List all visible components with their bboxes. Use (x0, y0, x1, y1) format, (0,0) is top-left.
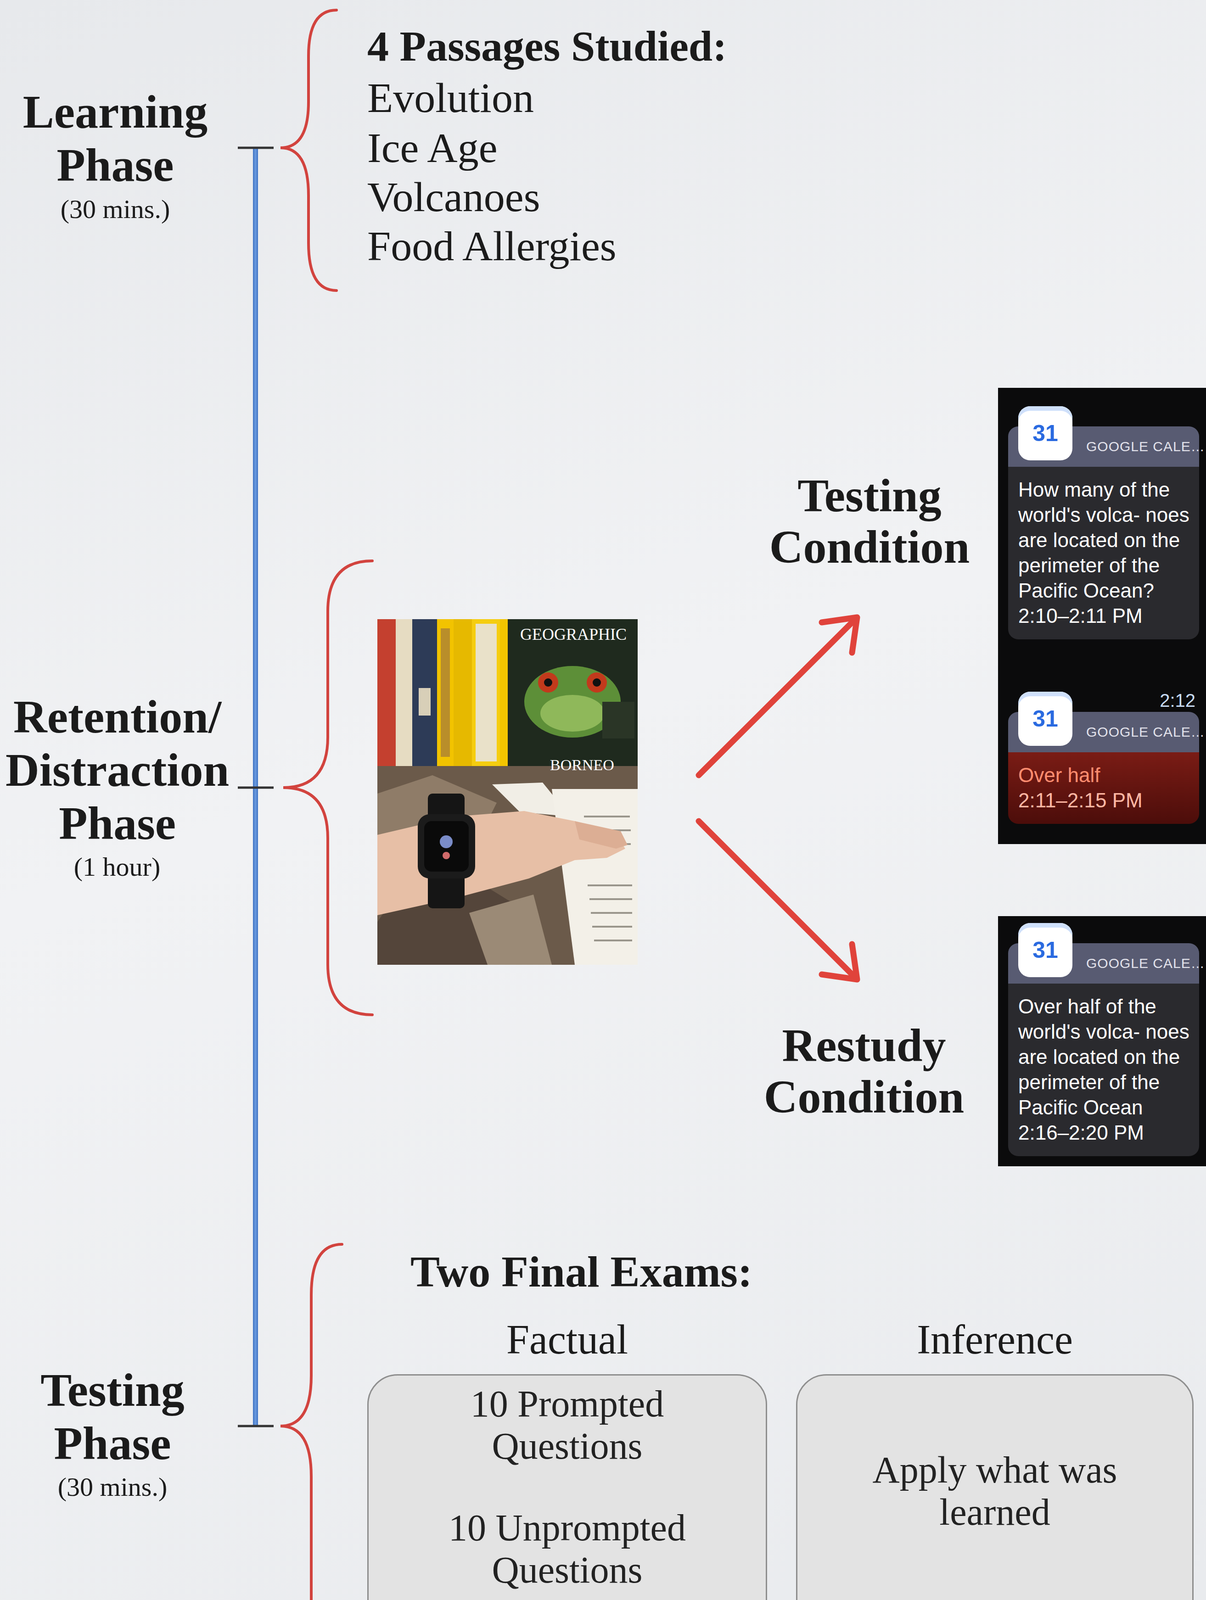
exam-text: 10 Prompted Questions (420, 1383, 715, 1468)
passage-item: Volcanoes (367, 172, 540, 222)
watch-clock: 2:12 (1159, 689, 1196, 712)
icon-number: 31 (1018, 691, 1073, 747)
curly-brace (283, 560, 373, 1016)
exam-text: Apply what was learned (847, 1449, 1142, 1534)
condition-label: Testing Condition (759, 470, 980, 573)
notification-card: 312:12GOOGLE CALE…Over half2:11–2:15 PM (1008, 691, 1200, 825)
notification-text: How many of the world's volca- noes are … (1018, 476, 1191, 604)
card-body: Over half2:11–2:15 PM (1008, 752, 1200, 825)
notification-text: Over half of the world's volca- noes are… (1018, 993, 1191, 1121)
card-body: How many of the world's volca- noes are … (1008, 466, 1200, 640)
exam-heading: Factual (368, 1316, 766, 1364)
notification-text: 2:16–2:20 PM (1018, 1120, 1191, 1146)
timeline-tick (237, 1425, 274, 1428)
exam-box: Factual10 Prompted Questions10 Unprompte… (367, 1374, 768, 1600)
curly-brace (280, 10, 337, 291)
passage-item: Evolution (367, 73, 534, 123)
arrow-head (821, 944, 858, 980)
duration-note: (30 mins.) (2, 1471, 223, 1504)
exam-text: 10 Unprompted Questions (420, 1507, 715, 1592)
notification-card: 31GOOGLE CALE…How many of the world's vo… (1008, 406, 1200, 640)
notification-card: 31GOOGLE CALE…Over half of the world's v… (1008, 923, 1200, 1157)
condition-label: Restudy Condition (753, 1020, 975, 1123)
phase-label: Learning Phase (5, 85, 226, 192)
photo-illustration (377, 619, 638, 965)
arrow-shaft (698, 821, 855, 978)
duration-note: (1 hour) (6, 851, 228, 883)
passage-item: Food Allergies (367, 221, 617, 271)
card-body: Over half of the world's volca- noes are… (1008, 983, 1200, 1157)
notification-text: 2:10–2:11 PM (1018, 603, 1191, 629)
arrow-shaft (698, 619, 855, 776)
cover-text: BORNEO (549, 756, 615, 775)
calendar-icon: 31 (1018, 691, 1073, 747)
icon-number: 31 (1018, 406, 1073, 461)
cover-title: GEOGRAPHIC (520, 624, 627, 645)
notification-text: 2:11–2:15 PM (1018, 787, 1191, 814)
timeline-tick (237, 786, 274, 790)
timeline-tick (237, 146, 274, 150)
list-heading: 4 Passages Studied: (367, 21, 727, 71)
duration-note: (30 mins.) (5, 193, 226, 225)
notification-text: Over half (1018, 762, 1191, 788)
calendar-icon: 31 (1018, 406, 1073, 461)
passage-item: Ice Age (367, 123, 498, 173)
curly-brace (280, 1244, 343, 1600)
arrow-head (821, 617, 858, 653)
section-heading: Two Final Exams: (410, 1246, 753, 1298)
exam-heading: Inference (797, 1316, 1193, 1364)
exam-box: InferenceApply what was learned (796, 1374, 1194, 1600)
icon-number: 31 (1018, 923, 1073, 978)
phase-label: Testing Phase (2, 1363, 223, 1471)
branch-arrows (698, 617, 858, 980)
phase-label: Retention/ Distraction Phase (0, 690, 242, 851)
calendar-icon: 31 (1018, 923, 1073, 978)
